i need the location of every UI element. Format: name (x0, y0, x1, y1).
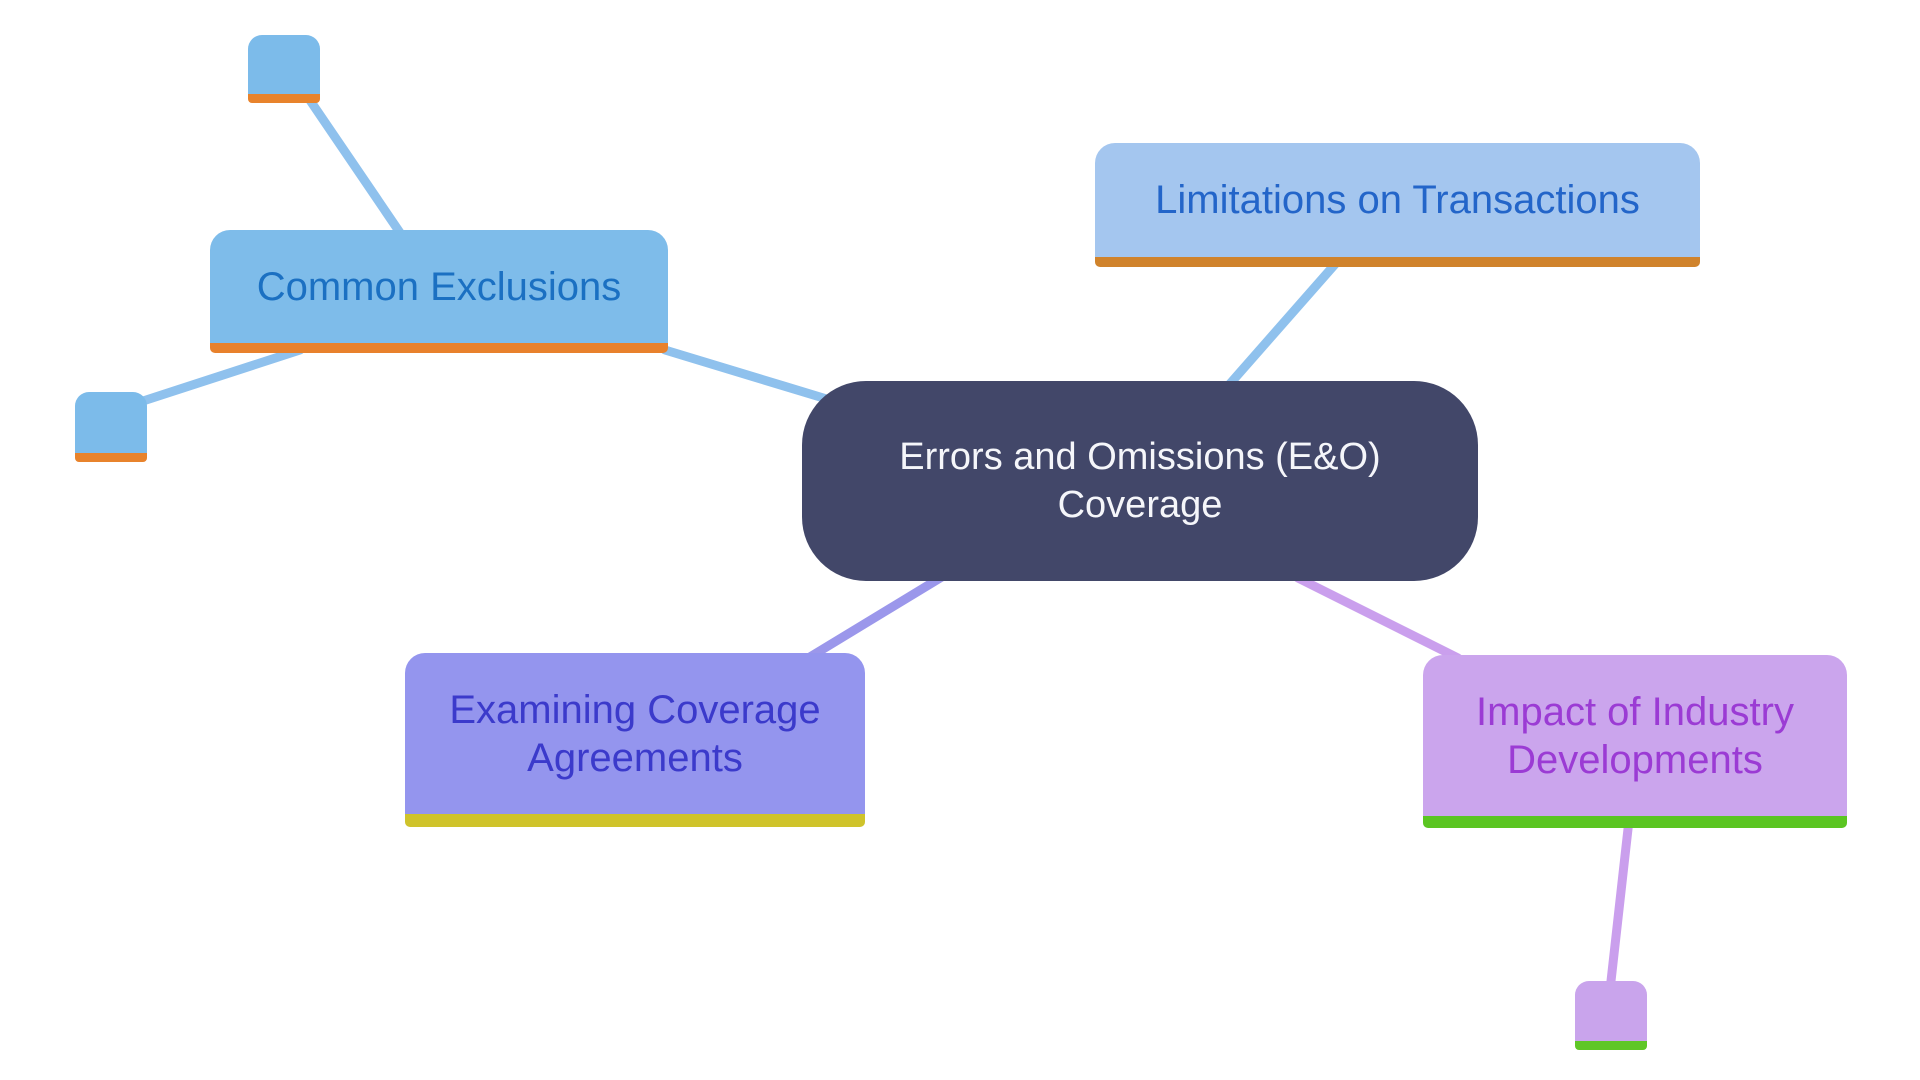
node-label-impact-of-industry-developments: Impact of Industry Developments (1476, 689, 1794, 782)
edge-root-to-examining (800, 570, 950, 665)
mindmap-node-exclusions-child-top[interactable] (248, 35, 320, 103)
mindmap-node-root[interactable]: Errors and Omissions (E&O) Coverage (802, 381, 1478, 581)
node-label-common-exclusions: Common Exclusions (256, 264, 622, 309)
edge-leaf-left-to-common-exclusions (135, 345, 305, 407)
edge-root-to-impact (1293, 573, 1463, 663)
node-label-limitations-on-transactions: Limitations on Transactions (1155, 178, 1640, 222)
mindmap-node-impact-child[interactable] (1575, 981, 1647, 1050)
mindmap-node-exclusions-child-left[interactable] (75, 392, 147, 462)
node-label-examining-coverage-agreements: Examining Coverage Agreements (449, 687, 821, 780)
mindmap-node-impact-of-industry-developments[interactable]: Impact of Industry Developments (1423, 655, 1847, 828)
mindmap-node-common-exclusions[interactable]: Common Exclusions (210, 230, 668, 353)
mindmap-node-examining-coverage-agreements[interactable]: Examining Coverage Agreements (405, 653, 865, 827)
edge-common-exclusions-to-root (660, 345, 835, 405)
edge-impact-to-leaf-bottom (1605, 815, 1634, 995)
edge-leaf-top-to-common-exclusions (298, 85, 410, 245)
edge-limitations-to-root (1223, 257, 1342, 391)
node-label-root: Errors and Omissions (E&O) Coverage (899, 436, 1381, 526)
mindmap-node-limitations-on-transactions[interactable]: Limitations on Transactions (1095, 143, 1700, 267)
